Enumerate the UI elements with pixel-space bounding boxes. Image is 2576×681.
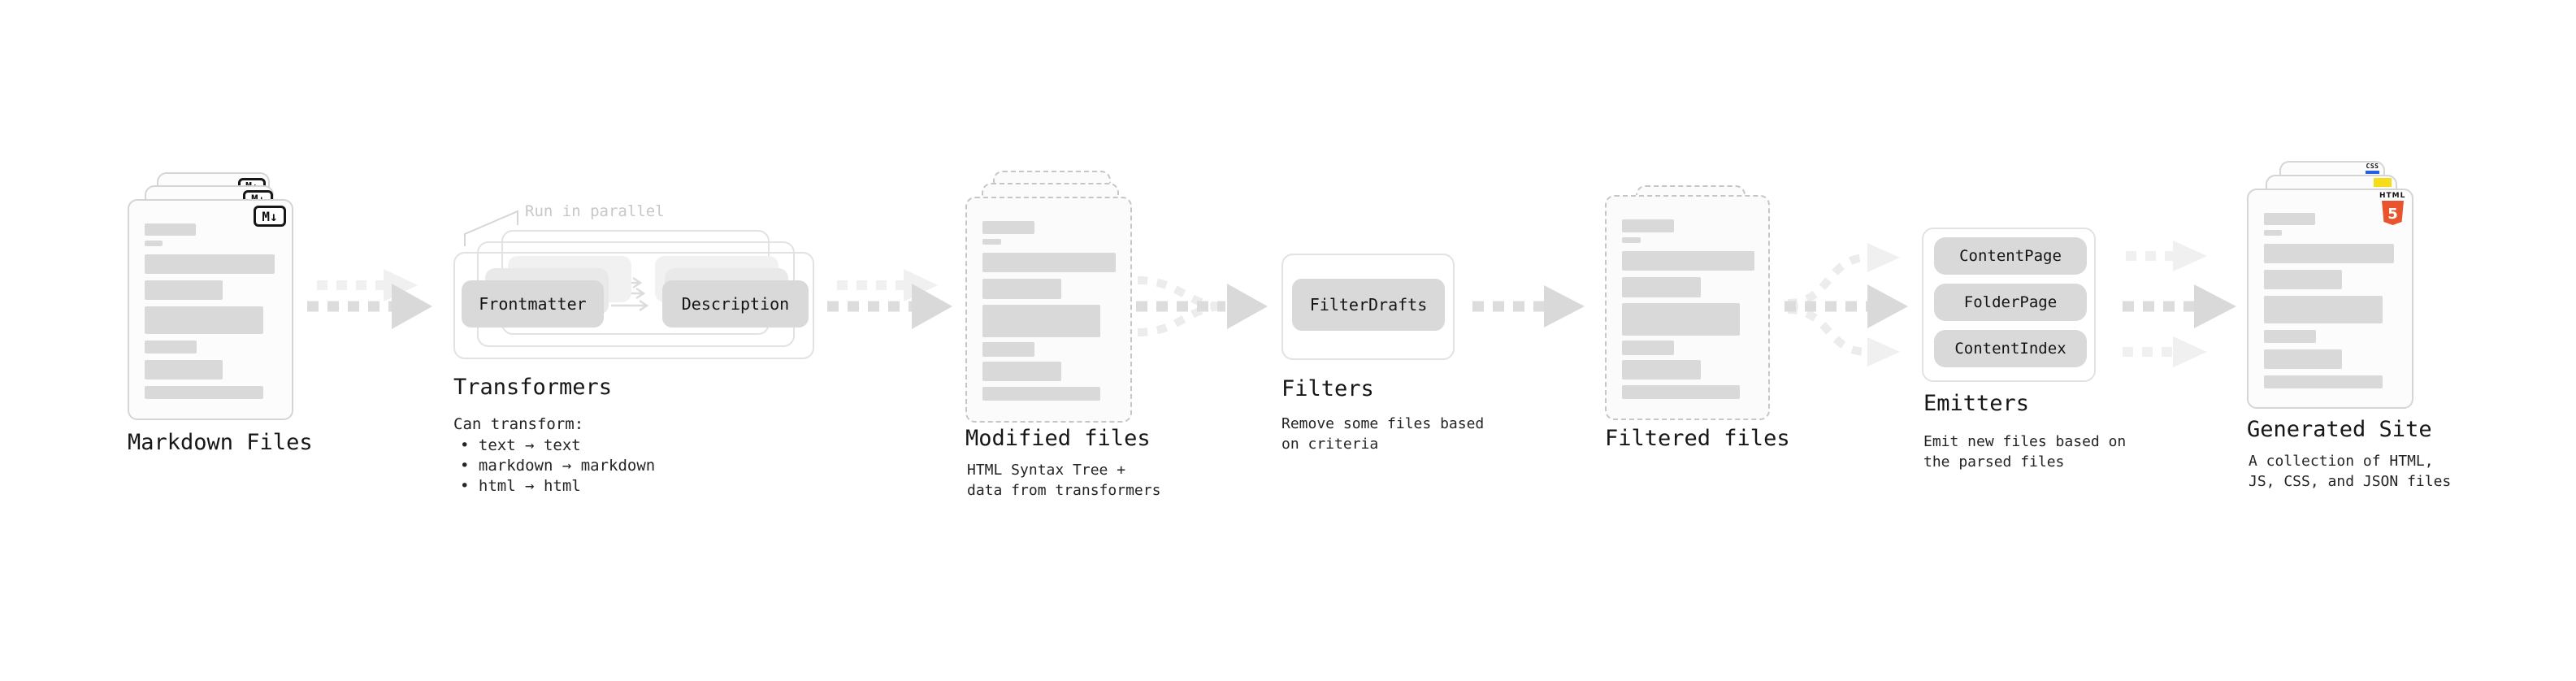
filters-note-line: Remove some files based	[1281, 415, 1485, 432]
markdown-icon: M↓	[254, 206, 286, 227]
site-file-card-front	[2247, 189, 2413, 409]
transformers-note-title: Can transform:	[453, 415, 584, 433]
css-icon-bar	[2366, 171, 2379, 174]
arrow-emitters-to-site	[2123, 241, 2236, 367]
emitters-note-line: Emit new files based on	[1923, 433, 2127, 450]
run-in-parallel-annotation: Run in parallel	[525, 202, 665, 220]
generated-site-label: Generated Site	[2247, 417, 2432, 442]
filtered-files-label: Filtered files	[1605, 426, 1790, 451]
filters-label: Filters	[1281, 376, 1374, 401]
arrow-filters-to-filtered	[1472, 285, 1585, 327]
javascript-icon	[2374, 178, 2392, 187]
transformers-bullet: • markdown → markdown	[460, 457, 656, 475]
markdown-file-card-front	[128, 199, 293, 420]
arrow-modified-to-filters	[1136, 276, 1268, 336]
modified-files-note-line: HTML Syntax Tree +	[967, 462, 1126, 479]
modified-file-card-front	[965, 197, 1132, 423]
emitters-note-line: the parsed files	[1923, 453, 2065, 471]
file-skeleton	[145, 223, 275, 399]
modified-files-label: Modified files	[965, 426, 1151, 451]
file-skeleton	[982, 221, 1116, 401]
filtered-file-card-front	[1605, 195, 1770, 420]
frontmatter-node: Frontmatter	[462, 280, 604, 327]
folderpage-node: FolderPage	[1934, 284, 2087, 321]
filterdrafts-node: FilterDrafts	[1292, 279, 1445, 331]
filters-note-line: on criteria	[1281, 436, 1379, 453]
html5-icon-text: HTML	[2379, 192, 2406, 200]
emitters-label: Emitters	[1923, 391, 2030, 416]
svg-text:5: 5	[2387, 206, 2398, 223]
description-node: Description	[662, 280, 809, 327]
modified-files-note-line: data from transformers	[967, 482, 1161, 499]
html5-shield: 5	[2381, 201, 2404, 225]
transformer-layer-front	[453, 252, 814, 359]
transformers-bullet: • html → html	[460, 477, 581, 495]
markdown-files-label: Markdown Files	[128, 430, 313, 455]
transformers-bullet: • text → text	[460, 436, 581, 454]
arrow-markdown-to-transformers	[307, 269, 432, 329]
contentpage-node: ContentPage	[1934, 237, 2087, 275]
arrow-transformers-to-modified	[827, 269, 952, 329]
css-icon-text: CSS	[2366, 163, 2379, 170]
transformers-label: Transformers	[453, 375, 613, 400]
contentindex-node: ContentIndex	[1934, 330, 2087, 367]
generated-site-note-line: A collection of HTML,	[2249, 453, 2434, 470]
file-skeleton	[1622, 219, 1754, 399]
html5-icon: HTML 5	[2379, 193, 2405, 226]
file-skeleton	[2264, 213, 2394, 388]
arrow-filtered-to-emitters	[1785, 243, 1908, 367]
generated-site-note-line: JS, CSS, and JSON files	[2249, 473, 2452, 490]
css-icon: CSS	[2366, 163, 2379, 174]
